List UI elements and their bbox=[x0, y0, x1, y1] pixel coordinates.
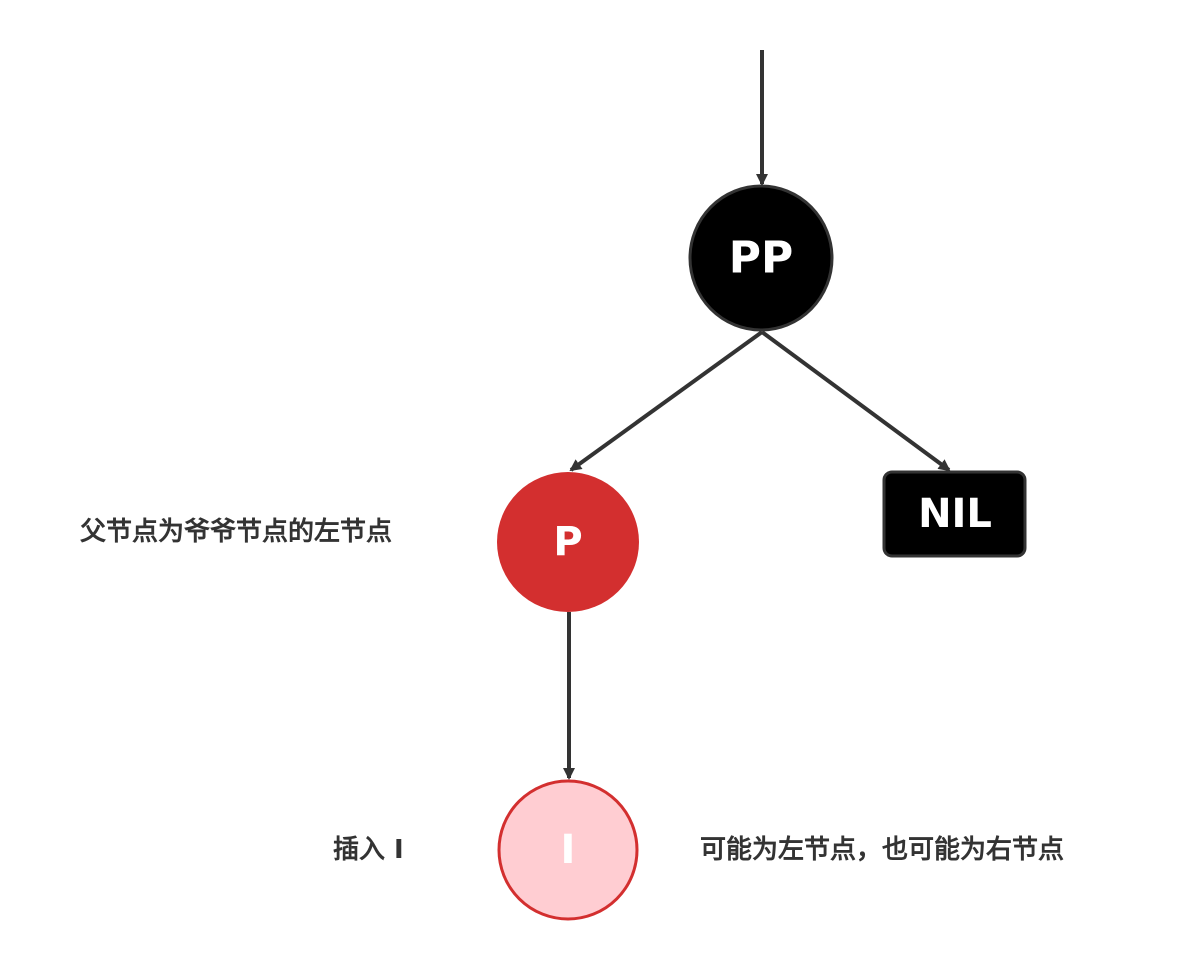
node-parent-circle bbox=[497, 472, 639, 612]
node-grandparent-circle bbox=[688, 184, 834, 332]
node-uncle-box bbox=[882, 470, 1027, 558]
node-parent: P bbox=[497, 472, 639, 612]
node-uncle-nil: NIL bbox=[882, 470, 1027, 558]
parent-annotation: 父节点为爷爷节点的左节点 bbox=[80, 516, 392, 547]
position-annotation: 可能为左节点，也可能为右节点 bbox=[700, 834, 1064, 865]
edge-pp-to-nil bbox=[760, 330, 951, 472]
insert-annotation: 插入 I bbox=[333, 835, 404, 865]
node-grandparent-label: PP bbox=[729, 233, 794, 284]
edge-pp-to-p bbox=[569, 330, 764, 472]
node-inserted-circle bbox=[497, 779, 639, 921]
node-uncle-label: NIL bbox=[918, 491, 992, 537]
node-parent-label: P bbox=[553, 519, 582, 565]
node-inserted-label: I bbox=[561, 827, 576, 873]
node-grandparent: PP bbox=[688, 184, 834, 332]
node-inserted: I bbox=[497, 779, 639, 921]
